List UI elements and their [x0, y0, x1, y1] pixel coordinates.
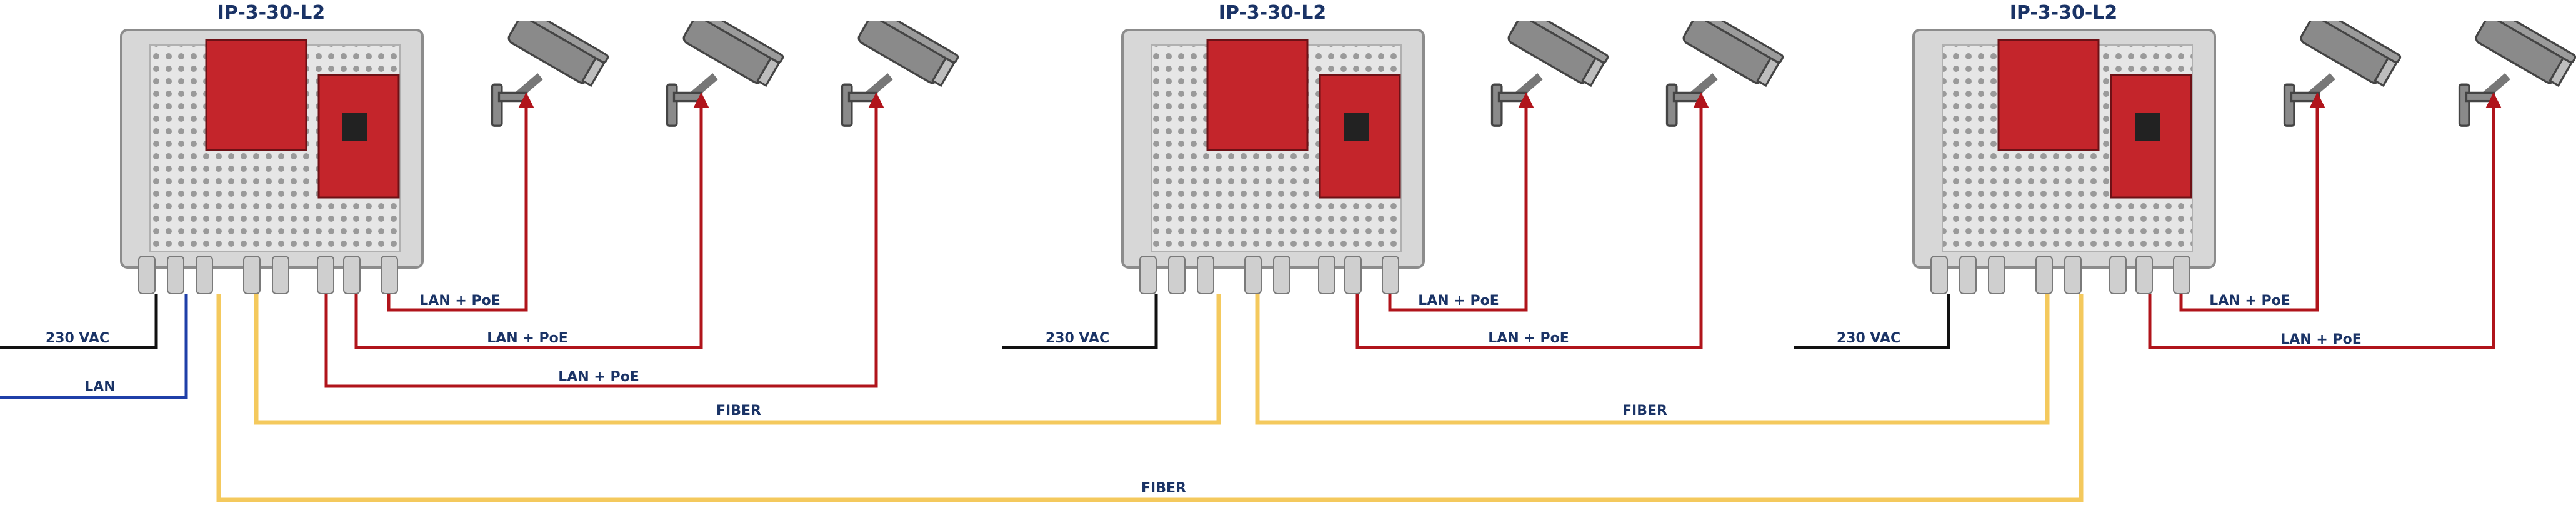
power-wire — [0, 294, 158, 349]
enclosure-1 — [120, 29, 424, 294]
camera-icon — [842, 4, 959, 126]
power-label: 230 VAC — [1046, 331, 1109, 346]
poe-label: LAN + PoE — [419, 293, 500, 309]
power-label: 230 VAC — [46, 331, 109, 346]
poe-wire — [2148, 92, 2502, 349]
poe-label: LAN + PoE — [2209, 293, 2290, 309]
camera-icon — [2285, 4, 2402, 126]
camera-icon — [667, 4, 784, 126]
poe-label: LAN + PoE — [558, 369, 639, 385]
switch-board — [1206, 39, 1309, 151]
poe-wire — [354, 92, 709, 349]
unit-title: IP-3-30-L2 — [2010, 2, 2118, 24]
poe-label: LAN + PoE — [1488, 331, 1569, 346]
fiber-wire — [1255, 294, 2050, 425]
poe-wire — [1355, 92, 1709, 349]
fiber-wire — [216, 294, 2084, 502]
poe-label: LAN + PoE — [1418, 293, 1499, 309]
camera-icon — [492, 4, 609, 126]
poe-label: LAN + PoE — [2280, 332, 2361, 348]
switch-board — [1997, 39, 2100, 151]
power-wire — [1794, 294, 1950, 349]
camera-icon — [2460, 4, 2576, 126]
fiber-label: FIBER — [1622, 403, 1667, 419]
camera-icon — [1492, 4, 1609, 126]
camera-icon — [1667, 4, 1784, 126]
lan-wire — [0, 294, 188, 399]
unit-title: IP-3-30-L2 — [217, 2, 326, 24]
poe-wire — [2179, 92, 2325, 312]
poe-label: LAN + PoE — [487, 331, 567, 346]
poe-wire — [1388, 92, 1534, 312]
enclosure-3 — [1912, 29, 2216, 294]
enclosure-2 — [1121, 29, 1425, 294]
poe-wire — [387, 92, 534, 312]
power-wire — [1002, 294, 1158, 349]
power-label: 230 VAC — [1837, 331, 1900, 346]
fiber-label: FIBER — [1141, 481, 1186, 496]
unit-title: IP-3-30-L2 — [1219, 2, 1327, 24]
switch-board — [205, 39, 307, 151]
poe-wire — [324, 92, 884, 388]
fiber-wire — [254, 294, 1221, 425]
lan-label: LAN — [84, 379, 115, 395]
fiber-label: FIBER — [716, 403, 761, 419]
